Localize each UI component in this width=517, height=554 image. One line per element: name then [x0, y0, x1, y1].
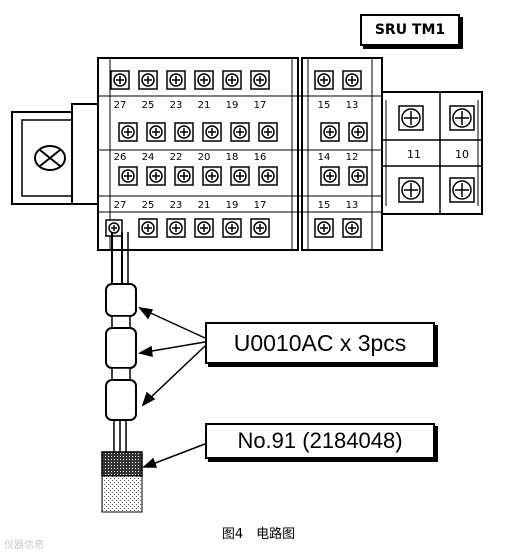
heat-shrink-sleeve-2: [105, 327, 137, 369]
terminal-screw: [230, 166, 250, 186]
sleeve-callout-label: U0010AC x 3pcs: [205, 322, 435, 364]
terminal-number: 27: [114, 200, 127, 211]
terminal-number: 17: [254, 200, 267, 211]
terminal-screw: [258, 122, 278, 142]
terminal-screw: [202, 122, 222, 142]
side-terminal-screw: [398, 105, 424, 131]
side-terminal-screw: [449, 105, 475, 131]
terminal-screw: [342, 218, 362, 238]
terminal-screw: [250, 218, 270, 238]
terminal-screw: [320, 122, 340, 142]
terminal-screw: [166, 218, 186, 238]
terminal-number: 15: [318, 100, 331, 111]
terminal-number: 16: [254, 152, 267, 163]
watermark: 仪器信息: [4, 540, 44, 551]
heat-shrink-sleeve-3: [105, 379, 137, 421]
terminal-number: 26: [114, 152, 127, 163]
terminal-number: 25: [142, 100, 155, 111]
terminal-number: 17: [254, 100, 267, 111]
terminal-screw: [110, 70, 130, 90]
terminal-screw: [105, 219, 123, 237]
terminal-number: 27: [114, 100, 127, 111]
heat-shrink-sleeve-1: [105, 283, 137, 317]
terminal-screw: [222, 218, 242, 238]
terminal-screws: [105, 70, 368, 238]
terminal-number: 20: [198, 152, 211, 163]
terminal-screw: [250, 70, 270, 90]
terminal-number: 13: [346, 200, 359, 211]
terminal-number: 25: [142, 200, 155, 211]
terminal-screw: [194, 218, 214, 238]
terminal-screw: [230, 122, 250, 142]
cable-jacket: [101, 475, 143, 513]
terminal-screw: [314, 218, 334, 238]
terminal-screw: [146, 122, 166, 142]
cable-callout-label: No.91 (2184048): [205, 423, 435, 459]
terminal-screw: [166, 70, 186, 90]
terminal-number: 19: [226, 200, 239, 211]
terminal-number: 21: [198, 200, 211, 211]
terminal-screw: [118, 166, 138, 186]
terminal-screw: [202, 166, 222, 186]
terminal-screw: [348, 166, 368, 186]
terminal-number: 22: [170, 152, 183, 163]
terminal-number: 13: [346, 100, 359, 111]
terminal-number: 23: [170, 200, 183, 211]
terminal-screw: [258, 166, 278, 186]
terminal-screw: [174, 122, 194, 142]
terminal-screw: [138, 70, 158, 90]
terminal-number: 18: [226, 152, 239, 163]
mounting-bracket: [11, 103, 101, 205]
callout-arrows: [137, 306, 206, 468]
terminal-screw: [348, 122, 368, 142]
side-terminal-number: 10: [455, 148, 469, 161]
terminal-number: 15: [318, 200, 331, 211]
terminal-screw: [174, 166, 194, 186]
terminal-number: 21: [198, 100, 211, 111]
side-terminal-screw: [449, 177, 475, 203]
module-tag-label: SRU TM1: [360, 14, 460, 46]
terminal-number: 14: [318, 152, 331, 163]
terminal-screw: [118, 122, 138, 142]
terminal-screw: [146, 166, 166, 186]
side-terminal-number: 11: [407, 148, 421, 161]
cable-assembly: [101, 232, 143, 513]
terminal-screw: [138, 218, 158, 238]
terminal-number: 12: [346, 152, 359, 163]
terminal-number-labels: 27 25 23 21 19 17 15 13 26 24 22 20 18 16 14 12 27 25 23 21…: [114, 100, 469, 211]
terminal-number: 23: [170, 100, 183, 111]
terminal-screw: [194, 70, 214, 90]
terminal-screw: [320, 166, 340, 186]
terminal-screw: [342, 70, 362, 90]
side-terminal-screw: [398, 177, 424, 203]
terminal-screw: [222, 70, 242, 90]
terminal-number: 24: [142, 152, 155, 163]
figure-caption: 图4 电路图: [221, 527, 296, 542]
side-terminal-screws: [398, 105, 475, 203]
cable-jacket-end: [101, 451, 143, 477]
terminal-screw: [314, 70, 334, 90]
terminal-number: 19: [226, 100, 239, 111]
